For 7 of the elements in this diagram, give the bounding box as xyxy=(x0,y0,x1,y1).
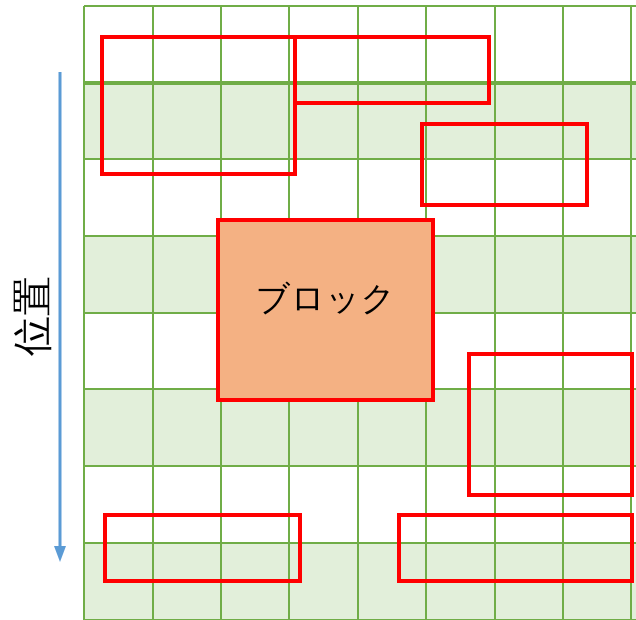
axis-label: 位置 xyxy=(13,275,53,358)
outline-box xyxy=(420,122,589,207)
outline-box xyxy=(397,513,634,583)
outline-box xyxy=(467,352,634,497)
outline-box xyxy=(103,513,302,583)
outline-box xyxy=(100,35,297,176)
block-box: ブロック xyxy=(216,218,435,402)
